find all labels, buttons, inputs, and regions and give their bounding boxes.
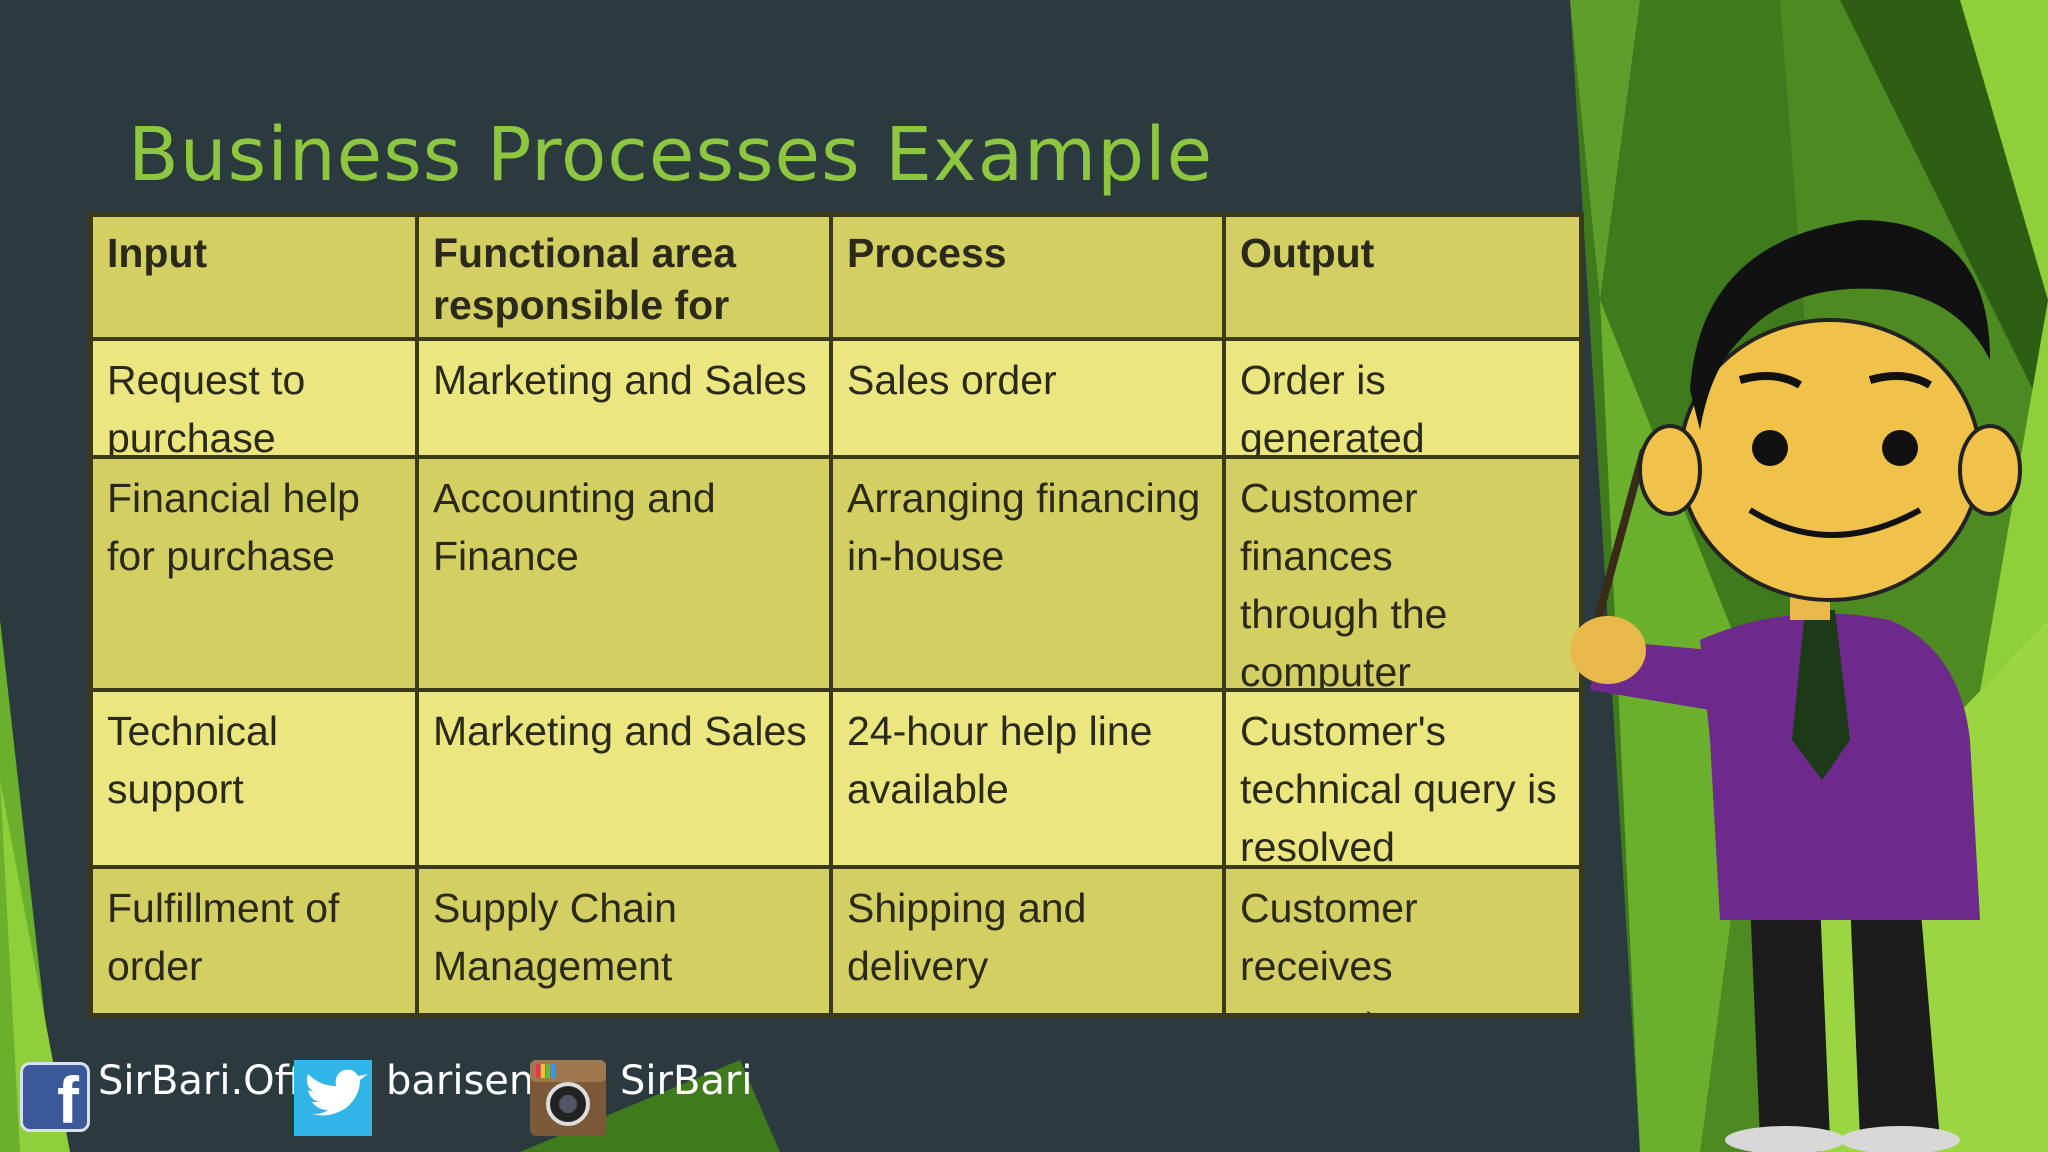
table-cell: 24-hour help line available: [833, 692, 1226, 869]
table-cell: Shipping and delivery: [833, 869, 1226, 1013]
twitter-handle: barisens: [386, 1058, 530, 1104]
table-cell: Supply Chain Management: [419, 869, 833, 1013]
table-header-cell: Input: [93, 217, 419, 341]
table-cell: Request to purchase computer: [93, 341, 419, 459]
instagram-handle: SirBari: [620, 1058, 753, 1104]
table-header-cell: Output: [1226, 217, 1579, 341]
instagram-camera-icon[interactable]: [530, 1060, 606, 1136]
teacher-cartoon-illustration: [1570, 220, 2022, 1152]
table-cell: Order is generated: [1226, 341, 1579, 459]
table-cell: Customer finances through the computer c…: [1226, 459, 1579, 692]
table-cell: Marketing and Sales: [419, 341, 833, 459]
table-cell: Financial help for purchase: [93, 459, 419, 692]
table-cell: Fulfillment of order: [93, 869, 419, 1013]
table-cell: Customer receives computer: [1226, 869, 1579, 1013]
table-cell: Technical support: [93, 692, 419, 869]
facebook-handle: SirBari.Offi: [98, 1058, 294, 1104]
table-cell: Customer's technical query is resolved: [1226, 692, 1579, 869]
facebook-icon[interactable]: f: [20, 1062, 90, 1133]
table-header-cell: Process: [833, 217, 1226, 341]
twitter-bird-icon[interactable]: [294, 1060, 372, 1136]
table-cell: Sales order: [833, 341, 1226, 459]
table-cell: Marketing and Sales: [419, 692, 833, 869]
table-cell: Arranging financing in-house: [833, 459, 1226, 692]
table-cell: Accounting and Finance: [419, 459, 833, 692]
table-header-cell: Functional area responsible for input: [419, 217, 833, 341]
slide-title: Business Processes Example: [128, 112, 1214, 198]
